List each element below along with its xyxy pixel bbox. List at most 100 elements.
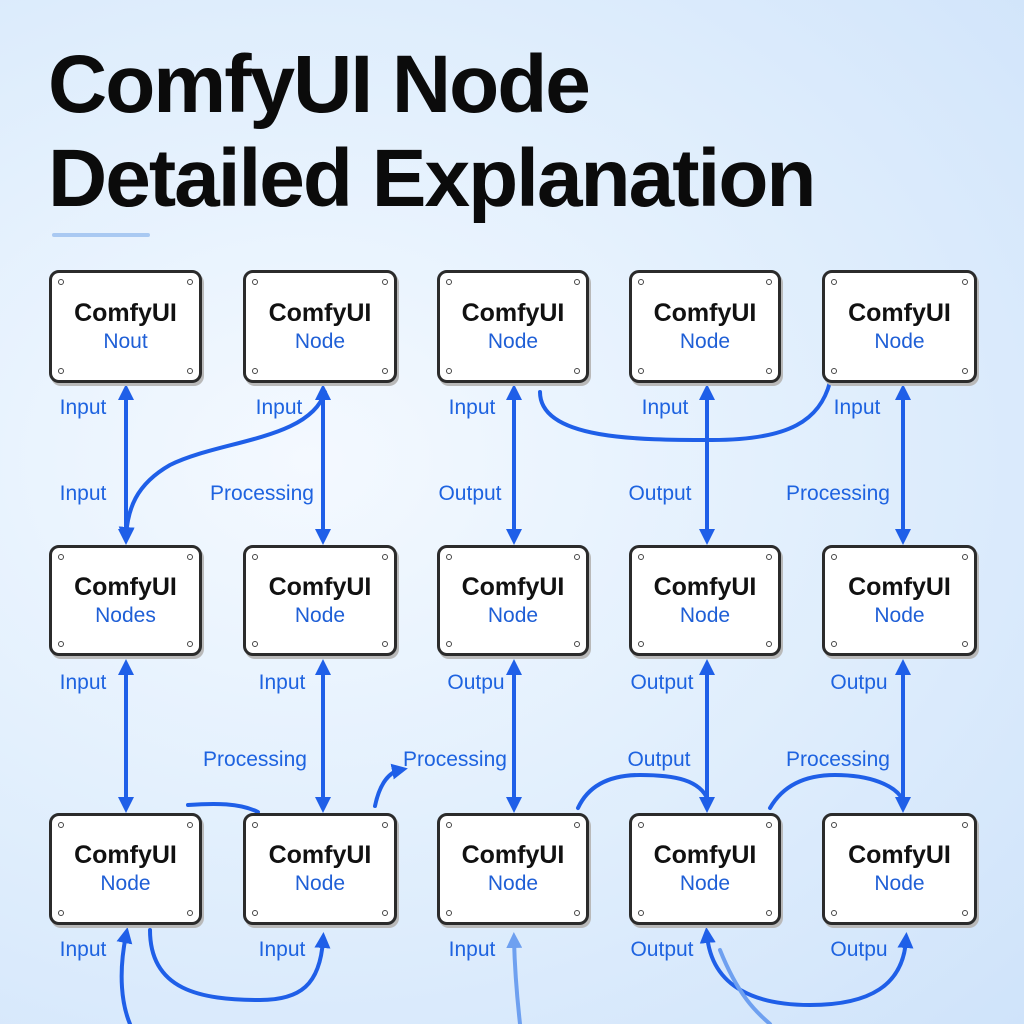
node-connector-dot[interactable]: [187, 641, 193, 647]
node-connector-dot[interactable]: [446, 822, 452, 828]
node-connector-dot[interactable]: [187, 554, 193, 560]
node-connector-dot[interactable]: [382, 641, 388, 647]
node-subtitle: Node: [487, 603, 539, 627]
node-connector-dot[interactable]: [831, 368, 837, 374]
node-connector-dot[interactable]: [574, 822, 580, 828]
node-connector-dot[interactable]: [638, 641, 644, 647]
node-connector-dot[interactable]: [382, 554, 388, 560]
node-connector-dot[interactable]: [382, 279, 388, 285]
node-connector-dot[interactable]: [58, 368, 64, 374]
node-connector-dot[interactable]: [831, 910, 837, 916]
node-connector-dot[interactable]: [574, 279, 580, 285]
node-connector-dot[interactable]: [638, 368, 644, 374]
wire-connection: [718, 948, 772, 1024]
node-connector-dot[interactable]: [962, 279, 968, 285]
node-connector-dot[interactable]: [831, 641, 837, 647]
node-connector-dot[interactable]: [252, 641, 258, 647]
node-connector-dot[interactable]: [831, 554, 837, 560]
node-connector-dot[interactable]: [252, 910, 258, 916]
node-connector-dot[interactable]: [638, 822, 644, 828]
node-title: ComfyUI: [653, 841, 757, 869]
node-connector-dot[interactable]: [574, 641, 580, 647]
node-title: ComfyUI: [74, 841, 177, 869]
node-subtitle: Node: [874, 329, 925, 353]
wire-connection: [506, 932, 523, 1024]
node-subtitle: Node: [487, 872, 539, 895]
port-label: Input: [258, 671, 306, 694]
node-connector-dot[interactable]: [187, 279, 193, 285]
node-connector-dot[interactable]: [187, 822, 193, 828]
node-connector-dot[interactable]: [252, 279, 258, 285]
node-connector-dot[interactable]: [766, 641, 772, 647]
node-subtitle: Node: [679, 329, 731, 353]
node-connector-dot[interactable]: [382, 910, 388, 916]
node-subtitle: Node: [294, 872, 346, 895]
node-connector-dot[interactable]: [58, 554, 64, 560]
node-connector-dot[interactable]: [766, 554, 772, 560]
node-connector-dot[interactable]: [831, 279, 837, 285]
node-connector-dot[interactable]: [638, 554, 644, 560]
wire-connection: [768, 772, 905, 810]
port-label: Input: [258, 938, 306, 961]
node-connector-dot[interactable]: [382, 368, 388, 374]
port-label: Processing: [203, 748, 307, 771]
node-subtitle: Node: [294, 329, 346, 353]
node-connector-dot[interactable]: [187, 368, 193, 374]
title-line-1: ComfyUI Node: [48, 39, 591, 130]
node-connector-dot[interactable]: [962, 822, 968, 828]
node-connector-dot[interactable]: [382, 822, 388, 828]
port-label: Outpu: [447, 671, 505, 694]
node-connector-dot[interactable]: [962, 641, 968, 647]
port-label: Output: [630, 938, 694, 961]
node-connector-dot[interactable]: [766, 368, 772, 374]
node-title: ComfyUI: [461, 572, 565, 601]
node-connector-dot[interactable]: [831, 822, 837, 828]
node-connector-dot[interactable]: [446, 279, 452, 285]
node-title: ComfyUI: [848, 298, 951, 327]
node-connector-dot[interactable]: [446, 368, 452, 374]
node-connector-dot[interactable]: [574, 910, 580, 916]
node-connector-dot[interactable]: [58, 279, 64, 285]
node-connector-dot[interactable]: [58, 910, 64, 916]
node-connector-dot[interactable]: [574, 368, 580, 374]
node-connector-dot[interactable]: [58, 641, 64, 647]
node-connector-dot[interactable]: [638, 910, 644, 916]
node-connector-dot[interactable]: [638, 279, 644, 285]
node-connector-dot[interactable]: [252, 368, 258, 374]
node-connector-dot[interactable]: [766, 822, 772, 828]
node-connector-dot[interactable]: [446, 554, 452, 560]
node-connector-dot[interactable]: [766, 910, 772, 916]
node-subtitle: Node: [294, 603, 346, 627]
port-label: Processing: [786, 748, 890, 771]
node-connector-dot[interactable]: [446, 641, 452, 647]
node-connector-dot[interactable]: [187, 910, 193, 916]
node-connector-dot[interactable]: [962, 910, 968, 916]
node-connector-dot[interactable]: [962, 554, 968, 560]
node-connector-dot[interactable]: [766, 279, 772, 285]
port-label: Output: [438, 482, 502, 505]
port-label: Output: [630, 671, 694, 694]
node-subtitle: Node: [679, 603, 731, 627]
node-connector-dot[interactable]: [446, 910, 452, 916]
node-connector-dot[interactable]: [962, 368, 968, 374]
node-connector-dot[interactable]: [252, 822, 258, 828]
wire-connection: [373, 763, 408, 808]
node-connector-dot[interactable]: [252, 554, 258, 560]
node-connector-dot[interactable]: [58, 822, 64, 828]
node-connector-dot[interactable]: [574, 554, 580, 560]
